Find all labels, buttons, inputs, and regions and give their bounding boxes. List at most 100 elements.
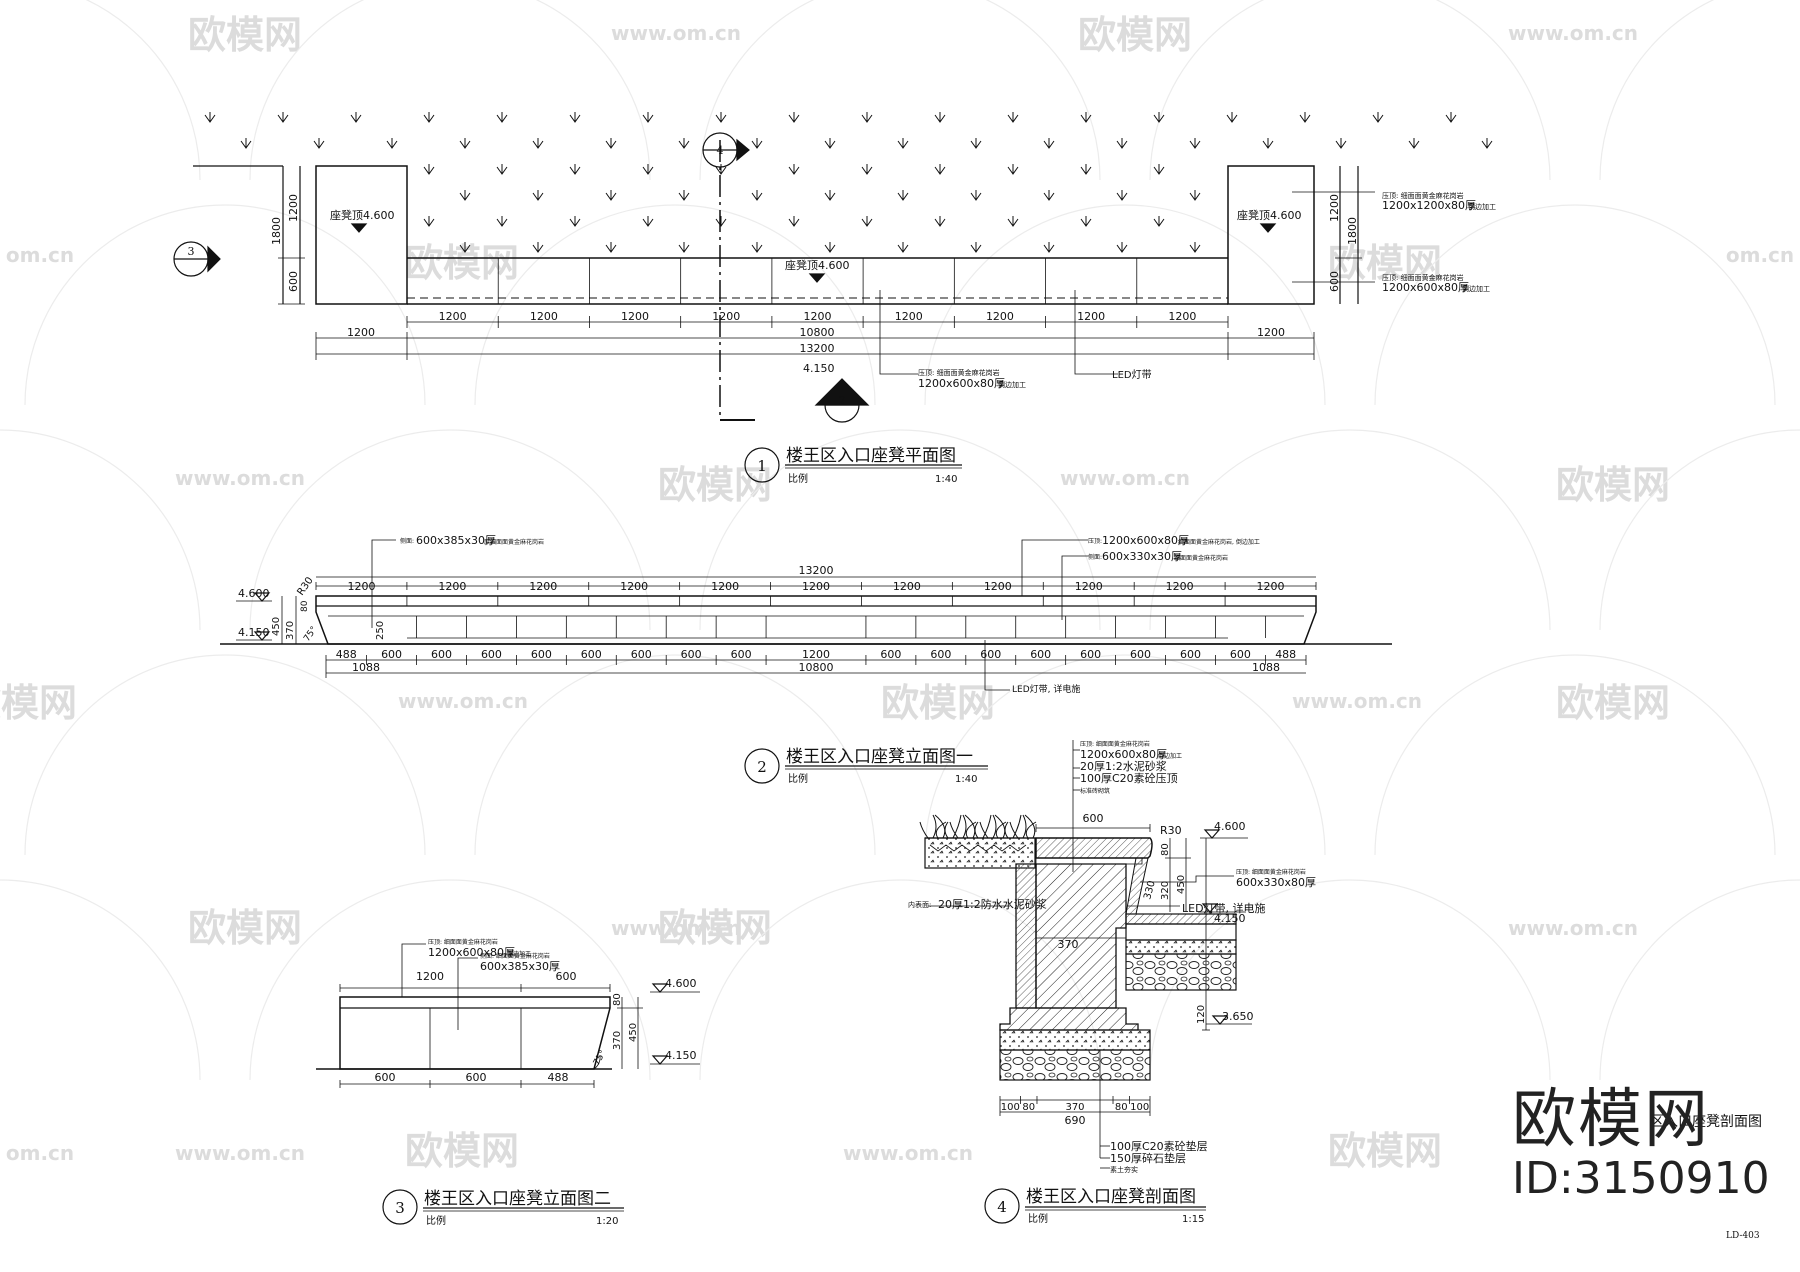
elev1-bottom-dim: 600 [1130,648,1151,661]
elev1-bottom-dim: 600 [431,648,452,661]
elev1-scale-label: 比例 [788,772,808,785]
watermark-arc [85,0,201,181]
grass-blade [979,821,989,839]
plant-symbol [496,216,508,227]
plan-dim-1200: 1200 [287,194,300,222]
elev1-note-right-mid: 600x330x30厚 [1102,550,1182,563]
section-title: 楼王区入口座凳剖面图 [1026,1187,1196,1207]
plant-symbol [569,112,581,123]
elev1-top-dim: 1200 [529,580,557,593]
section-note-b1: 100厚C20素砼垫层 [1110,1139,1208,1153]
elev2-marker-number: 3 [395,1199,405,1217]
watermark-arc [1149,429,1551,631]
elev1-dim-r30: R30 [295,575,315,597]
elev2-note-side-label: 侧面: 细面面黄金麻花岗岩 [480,952,550,960]
plant-symbol [423,164,435,175]
section-scale: 1:15 [1182,1214,1204,1225]
plant-symbol [569,164,581,175]
grass-blade [1024,814,1036,839]
section-dim-600: 600 [1083,812,1104,825]
elev1-bottom-dim: 600 [581,648,602,661]
plant-symbol [751,190,763,201]
grass-blade [935,821,947,839]
elev1-marker-number: 2 [757,758,767,776]
plan-level-left: 座凳顶4.600 [330,208,395,222]
watermark-url: om.cn [1726,243,1794,267]
plant-symbol [1116,190,1128,201]
plant-symbol [824,242,836,253]
watermark-arc [699,0,1101,181]
elev1-top-dim: 1200 [984,580,1012,593]
elev2-title: 楼王区入口座凳立面图二 [424,1189,611,1209]
watermark-arc [1149,0,1551,181]
plant-symbol [1116,242,1128,253]
plant-symbol [678,242,690,253]
grass-blade [982,814,992,839]
elev1-end-left: 1088 [352,661,380,674]
grass-blade [995,821,1007,839]
plant-symbol [1445,112,1457,123]
plant-symbol [459,138,471,149]
watermark-arc [249,879,651,1081]
elev1-top-dim: 1200 [620,580,648,593]
plan-note-bottom-label: 压顶: 细面面黄金麻花岗岩 [918,368,1000,377]
plant-symbol [1189,138,1201,149]
plant-symbol [642,216,654,227]
elev1-dim-80: 80 [300,600,310,612]
grass-blade [962,814,967,839]
watermark-logo: 欧模网 [405,1129,519,1173]
plant-symbol [897,190,909,201]
plant-symbol [861,164,873,175]
watermark-arc [474,204,876,406]
elevation-one [220,539,1392,784]
plant-symbol [1189,242,1201,253]
watermark-url: www.om.cn [398,689,528,713]
watermark-url: www.om.cn [1292,689,1422,713]
plant-symbol [313,138,325,149]
elev1-bottom-dim: 1200 [802,648,830,661]
elev1-note-led: LED灯带, 详电施 [1012,683,1080,695]
plant-symbol [532,138,544,149]
plant-symbol [1043,138,1055,149]
plan-section-ref-3: 3 [188,245,195,258]
elev2-bottom-dim-1: 600 [375,1071,396,1084]
plan-note-top: 1200x1200x80厚 [1382,199,1476,212]
section-bottom-dim: 100 [1130,1102,1149,1113]
section-bottom-dim: 100 [1001,1102,1020,1113]
elev1-top-dim: 1200 [1166,580,1194,593]
plant-symbol [423,216,435,227]
plan-seg-dim: 1200 [804,310,832,323]
grass-blade [952,814,962,839]
plant-symbol [788,216,800,227]
plant-symbol [1080,216,1092,227]
section-dim-120: 120 [1196,1005,1207,1024]
grass-blade [1022,814,1027,839]
elev2-level-top: 4.600 [665,977,697,990]
watermark-arc [1599,879,1800,1081]
elev2-note-top: 1200x600x80厚 [428,946,515,959]
section-bottom-dim: 80 [1115,1102,1128,1113]
plant-symbol [1080,164,1092,175]
plant-symbol [1335,138,1347,149]
watermark-url: www.om.cn [175,1141,305,1165]
elev1-dim-450: 450 [271,617,282,636]
elev1-note-left-suffix: 厚细面面黄金麻花岗岩 [484,538,544,546]
watermark-arc [1599,429,1800,631]
section-dim-370: 370 [1058,938,1079,951]
grass-blade [974,821,979,839]
elev1-top-dim: 1200 [1257,580,1285,593]
plant-symbol [1153,112,1165,123]
grass-blade [992,814,997,839]
elev1-bottom-dim: 600 [980,648,1001,661]
plant-symbol [751,242,763,253]
watermark-logo: 欧模网 [1328,241,1442,285]
section-note-left-label: 内表面: [908,900,931,909]
plant-symbol [715,112,727,123]
elev1-top-dim: 1200 [711,580,739,593]
plant-symbol [605,138,617,149]
section-note-side: 600x330x80厚 [1236,876,1316,889]
section-level-mid: 4.150 [1214,912,1246,925]
watermark-url: www.om.cn [611,916,741,940]
plan-labels: 1 楼王区入口座凳平面图 比例 1:40 座凳顶4.600 座凳顶4.600 座… [188,144,1497,485]
